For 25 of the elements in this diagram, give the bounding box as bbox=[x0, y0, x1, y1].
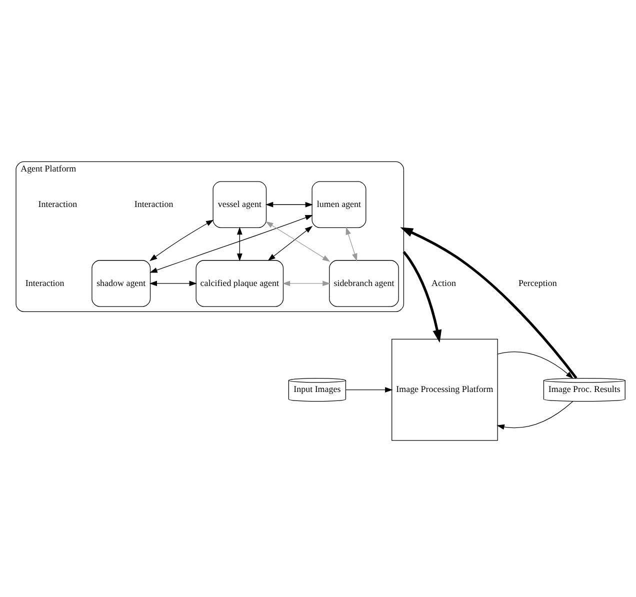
arrow bbox=[149, 280, 197, 286]
arrow bbox=[496, 401, 574, 430]
edge-label: Perception bbox=[518, 278, 557, 288]
node-box: sidebranch agent bbox=[329, 260, 399, 307]
arrow bbox=[268, 226, 313, 261]
label: Interaction bbox=[134, 198, 174, 209]
node-box: vessel agent bbox=[212, 181, 267, 228]
arrow bbox=[400, 227, 578, 379]
label: Interaction bbox=[38, 198, 78, 209]
node-box: lumen agent bbox=[312, 181, 366, 228]
arrow bbox=[402, 251, 442, 343]
arrow bbox=[282, 280, 330, 286]
arrow bbox=[266, 221, 330, 262]
node-box: calcified plaque agent bbox=[196, 260, 284, 307]
arrow bbox=[149, 220, 214, 262]
arrow bbox=[236, 226, 242, 262]
edge-label: Action bbox=[432, 278, 456, 288]
label: Interaction bbox=[25, 278, 64, 288]
node-box: Image Processing Platform bbox=[392, 338, 498, 441]
arrow bbox=[150, 214, 313, 273]
arrow bbox=[265, 202, 314, 208]
arrow bbox=[346, 226, 358, 262]
node-box: shadow agent bbox=[92, 260, 151, 307]
arrow bbox=[497, 352, 574, 379]
arrow bbox=[346, 387, 393, 392]
